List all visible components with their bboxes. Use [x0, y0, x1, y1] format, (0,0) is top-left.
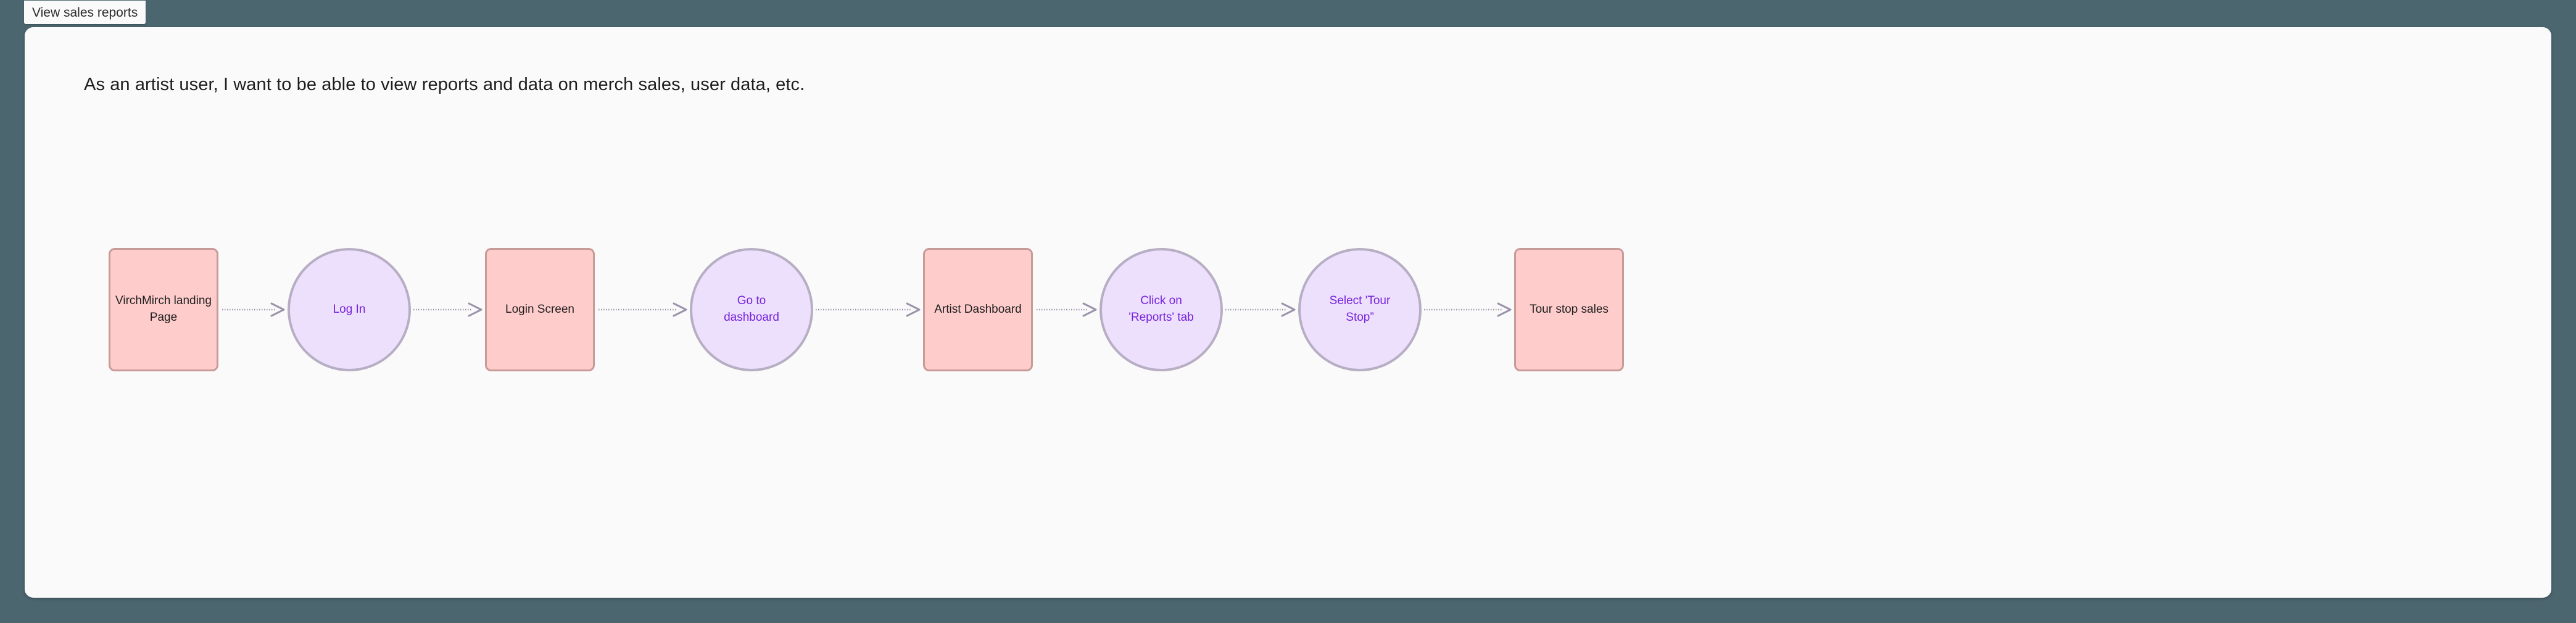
flow-node-virchmirch-landing-page[interactable]: VirchMirch landing Page: [109, 248, 218, 371]
flow-node-label: VirchMirch landing Page: [115, 294, 212, 324]
diagram-canvas[interactable]: As an artist user, I want to be able to …: [25, 27, 2551, 598]
flow-edge-select-tour-stop-to-tour-stop-sales: [1424, 302, 1512, 317]
flow-node-login-screen[interactable]: Login Screen: [485, 248, 595, 371]
flow-edge-login-screen-to-go-to-dashboard: [598, 302, 687, 317]
flow-edge-artist-dashboard-to-click-on-reports-tab: [1037, 302, 1097, 317]
flow-node-label: Click on 'Reports' tab: [1129, 294, 1194, 324]
user-flow-diagram: VirchMirch landing Page Log In Login Scree…: [25, 248, 2551, 390]
flow-node-label: Select 'Tour Stop”: [1329, 294, 1391, 324]
tab-bar: View sales reports: [0, 0, 2576, 26]
flow-edge-log-in-to-login-screen: [413, 302, 482, 317]
flow-node-go-to-dashboard[interactable]: Go to dashboard: [690, 248, 813, 371]
flow-node-log-in[interactable]: Log In: [288, 248, 411, 371]
tab-view-sales-reports[interactable]: View sales reports: [24, 1, 146, 24]
flow-edge-click-on-reports-tab-to-select-tour-stop: [1225, 302, 1296, 317]
flow-edge-virchmirch-landing-page-to-log-in: [222, 302, 285, 317]
user-story-title: As an artist user, I want to be able to …: [84, 75, 805, 94]
flow-node-label: Go to dashboard: [724, 294, 779, 324]
flow-node-click-on-reports-tab[interactable]: Click on 'Reports' tab: [1100, 248, 1223, 371]
flow-node-tour-stop-sales[interactable]: Tour stop sales: [1514, 248, 1624, 371]
flow-node-select-tour-stop[interactable]: Select 'Tour Stop”: [1298, 248, 1422, 371]
tab-label: View sales reports: [32, 5, 138, 20]
flow-node-artist-dashboard[interactable]: Artist Dashboard: [923, 248, 1033, 371]
flow-node-label: Login Screen: [505, 302, 574, 316]
flow-node-label: Log In: [333, 302, 366, 316]
flow-node-label: Artist Dashboard: [934, 302, 1022, 316]
flow-node-label: Tour stop sales: [1530, 302, 1609, 316]
flow-edge-go-to-dashboard-to-artist-dashboard: [816, 302, 921, 317]
